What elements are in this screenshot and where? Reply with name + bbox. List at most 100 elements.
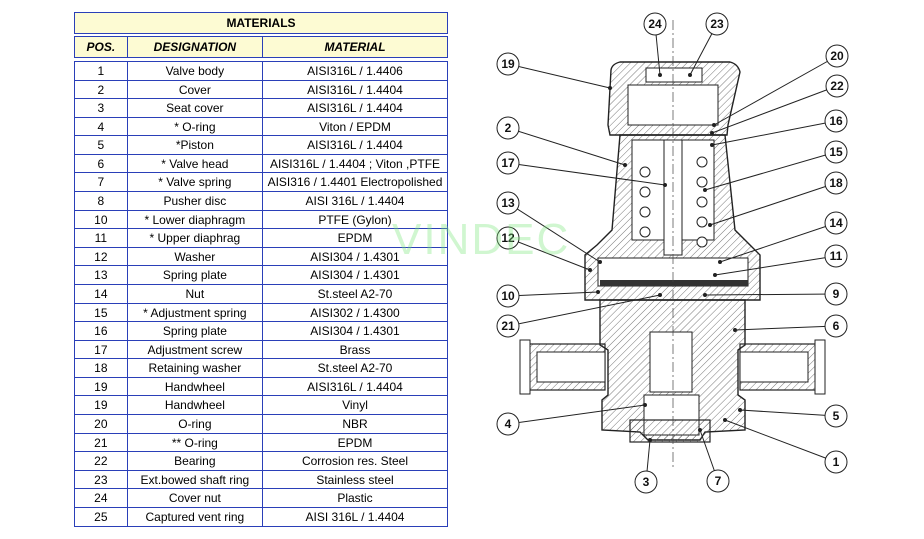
cell-material: AISI 316L / 1.4404: [305, 194, 405, 209]
cell-pos: 13: [75, 266, 128, 284]
cell-designation: Valve body: [128, 62, 263, 80]
callout-dot: [712, 123, 716, 127]
callout-number: 10: [501, 289, 515, 303]
cell-material: Corrosion res. Steel: [301, 454, 409, 469]
cell-material: AISI304 / 1.4301: [310, 324, 400, 339]
callout-circle: [824, 171, 848, 195]
table-row: 11* Upper diaphrag EPDM: [75, 229, 447, 248]
header-designation: DESIGNATION: [128, 37, 263, 57]
table-header: POS. DESIGNATION MATERIAL: [74, 36, 448, 58]
callout-number: 9: [833, 287, 840, 301]
cell-material: St.steel A2-70: [317, 286, 393, 301]
callout-circle: [496, 226, 520, 250]
cell-pos: 3: [75, 99, 128, 117]
cell-material: Stainless steel: [316, 472, 394, 487]
cell-designation: Cover: [128, 80, 263, 99]
callout-leader: [507, 202, 601, 263]
cell-material: AISI316 / 1.4401 Electropolished: [267, 175, 443, 190]
callout-circle: [496, 284, 520, 308]
cell-pos: 5: [75, 136, 128, 154]
cell-pos: 24: [75, 489, 128, 507]
table-title: MATERIALS: [74, 12, 448, 34]
cell-designation: Washer: [128, 247, 263, 266]
cell-pos: 7: [75, 173, 128, 192]
callout-dot: [663, 183, 667, 187]
cell-designation: Spring plate: [128, 266, 263, 284]
callout-number: 7: [715, 474, 722, 488]
cell-pos: 19: [75, 396, 128, 414]
callout-leader: [714, 255, 837, 276]
callout-circle: [824, 282, 848, 306]
cell-material: Vinyl: [342, 398, 368, 413]
cell-material: PTFE (Gylon): [318, 212, 392, 227]
callout-number: 23: [710, 17, 724, 31]
callout-dot: [718, 260, 722, 264]
callout-leader: [507, 291, 599, 297]
cell-designation: Pusher disc: [128, 192, 263, 210]
callout-leader: [507, 404, 646, 425]
cell-pos: 25: [75, 507, 128, 527]
callout-number: 3: [643, 475, 650, 489]
callout-number: 6: [833, 319, 840, 333]
callout-dot: [733, 328, 737, 332]
callout-dot: [596, 290, 600, 294]
callout-number: 19: [501, 57, 515, 71]
cell-designation: * Upper diaphrag: [128, 229, 263, 247]
cell-material: AISI316L / 1.4404: [307, 138, 403, 153]
cell-designation: Nut: [128, 284, 263, 303]
cell-designation: * O-ring: [128, 117, 263, 136]
cell-pos: 11: [75, 229, 128, 247]
callout-dot: [713, 273, 717, 277]
callout-leader: [704, 151, 837, 191]
callout-number: 4: [505, 417, 512, 431]
callout-leader: [704, 293, 837, 296]
cell-designation: Handwheel: [128, 377, 263, 396]
callout-dot: [710, 131, 714, 135]
cell-material: AISI316L / 1.4404: [307, 379, 403, 394]
callout-leader: [711, 85, 838, 134]
callout-dot: [648, 438, 652, 442]
callout-number: 13: [501, 196, 515, 210]
callout-circle: [634, 470, 658, 494]
cell-material: Viton / EPDM: [319, 119, 391, 134]
cell-designation: * Adjustment spring: [128, 303, 263, 322]
cell-pos: 20: [75, 414, 128, 433]
cell-pos: 21: [75, 433, 128, 452]
callout-circle: [824, 450, 848, 474]
cell-pos: 1: [75, 62, 128, 80]
callout-dot: [710, 143, 714, 147]
callout-number: 18: [829, 176, 843, 190]
cell-designation: Ext.bowed shaft ring: [128, 470, 263, 489]
cell-material: AISI316L / 1.4404: [307, 101, 403, 116]
callout-circle: [496, 191, 520, 215]
cell-pos: 12: [75, 247, 128, 266]
cell-material: EPDM: [337, 231, 373, 246]
cell-material: NBR: [342, 416, 368, 431]
callout-dot: [588, 268, 592, 272]
callout-circle: [496, 314, 520, 338]
cell-designation: Retaining washer: [128, 359, 263, 377]
callout-dot: [723, 418, 727, 422]
callout-circle: [824, 211, 848, 235]
callout-circle: [824, 314, 848, 338]
cell-designation: *Piston: [128, 136, 263, 154]
callout-leader: [739, 409, 837, 417]
callout-number: 12: [501, 231, 515, 245]
cell-material: AISI316L / 1.4404 ; Viton ,PTFE: [269, 156, 441, 171]
callout-dot: [703, 188, 707, 192]
callout-circle: [824, 109, 848, 133]
